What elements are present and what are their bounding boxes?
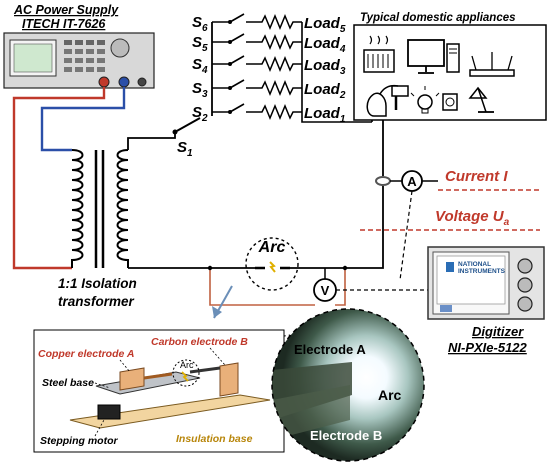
current-clamp [375,176,391,186]
arc-photo-border [271,308,425,462]
insulation-base [69,394,271,429]
copper-electrode-label: Copper electrode A [38,348,134,360]
switch-row-s3: S3 Load2 [192,79,346,101]
arc-small-label: Arc [180,360,194,370]
appliances-panel: Typical domestic appliances [353,12,547,121]
ni-logo-icon [446,262,454,272]
digitizer-knob-3 [517,296,533,312]
photo-arc-label: Arc [378,387,402,403]
voltage-label: Voltage Ua [435,208,510,228]
red-supply-wire [12,87,106,270]
arc-label: Arc [258,239,286,256]
supply-keypad [64,40,105,72]
s1-label: S1 [177,139,193,159]
hair-dryer-icon [391,85,409,110]
digitizer-indicator [440,305,452,312]
load2-resistor [246,80,302,96]
ac-power-supply: AC Power Supply ITECH IT-7626 [3,3,155,89]
load-return-bus [301,22,372,123]
ni-brand-1: NATIONAL [458,261,491,268]
light-bulb-icon [410,86,440,114]
ammeter-signal-line [399,190,413,281]
switch-row-s4: S4 Load3 [192,55,346,77]
voltmeter-label: V [321,283,330,298]
arc-element: Arc [245,237,299,291]
primary-winding [71,149,84,268]
zoom-link-arrow [212,306,222,318]
carbon-electrode-block [219,362,239,397]
load3-label: Load3 [304,57,346,77]
monitor-icon [407,39,445,74]
copper-electrode-rod [143,372,173,380]
load4-label: Load4 [304,35,346,55]
arc-dashed-circle [245,237,299,291]
switch-row-s2: S2 Load1 [192,103,346,125]
s3-label: S3 [192,80,208,100]
supply-model: ITECH IT-7626 [22,17,106,31]
voltmeter-left-wire [209,268,315,306]
digitizer: NATIONAL INSTRUMENTS Digitizer NI-PXIe-5… [427,246,545,355]
s1-switch-blade [174,117,201,133]
load4-resistor [246,34,302,50]
supply-title: AC Power Supply [13,3,119,17]
switch-bank: S1 S6 Load5 S5 Load4 S4 Load3 S3 [172,13,373,159]
voltmeter: V [207,265,430,306]
current-label: Current I [445,168,508,185]
supply-red-terminal [98,76,110,88]
isolation-transformer: 1:1 Isolation transformer [58,149,137,309]
supply-screen [13,43,53,73]
s4-label: S4 [192,56,208,76]
appliances-title: Typical domestic appliances [360,12,516,24]
digitizer-knob-2 [517,277,533,293]
secondary-top-wire [127,132,176,150]
arc-small-circle [172,359,200,387]
electrode-apparatus: Arc Carbon electrode B Copper electrode … [33,329,285,453]
voltmeter-right-wire [335,268,346,306]
apparatus-frame [33,329,285,453]
pc-tower-icon [446,43,460,73]
photo-electrode-a-label: Electrode A [294,342,366,357]
switch-row-s5: S5 Load4 [192,33,346,55]
router-icon [469,52,515,77]
secondary-winding [116,149,129,268]
photo-electrode-b-label: Electrode B [310,428,382,443]
s6-label: S6 [192,14,208,34]
load1-resistor [246,104,302,120]
ammeter: A Current I [375,168,540,281]
transformer-label-1: 1:1 Isolation [58,276,137,291]
load5-resistor [246,14,302,30]
supply-ground-terminal [137,77,147,87]
arc-return-wire [290,186,384,269]
s5-label: S5 [192,34,208,54]
heater-icon [363,35,395,73]
arc-photo: Electrode A Arc Electrode B [271,308,425,462]
insulation-base-label: Insulation base [176,433,253,445]
load2-label: Load2 [304,81,346,101]
switch-row-s6: S6 Load5 [192,13,346,35]
copper-electrode-block [119,367,145,391]
digitizer-model: NI-PXIe-5122 [448,340,528,355]
s2-label: S2 [192,104,208,124]
supply-blue-terminal [118,76,130,88]
ammeter-label: A [407,174,417,189]
digitizer-title: Digitizer [472,324,524,339]
load5-label: Load5 [304,15,346,35]
load1-label: Load1 [304,105,346,125]
desk-lamp-icon [468,86,494,113]
stepping-motor-label: Stepping motor [40,435,118,447]
stepping-motor [97,404,121,420]
digitizer-knob-1 [517,258,533,274]
transformer-label-2: transformer [58,294,135,309]
lightning-icon [269,261,276,273]
carbon-electrode-rod [189,366,221,374]
load3-resistor [246,56,302,72]
ni-brand-2: INSTRUMENTS [458,268,506,275]
supply-knob [110,38,130,58]
wall-socket-icon [442,93,458,111]
blue-supply-wire [40,87,126,152]
carbon-electrode-label: Carbon electrode B [151,336,248,348]
steel-base-label: Steel base [42,377,94,389]
arc-small-lightning-icon [181,371,189,382]
